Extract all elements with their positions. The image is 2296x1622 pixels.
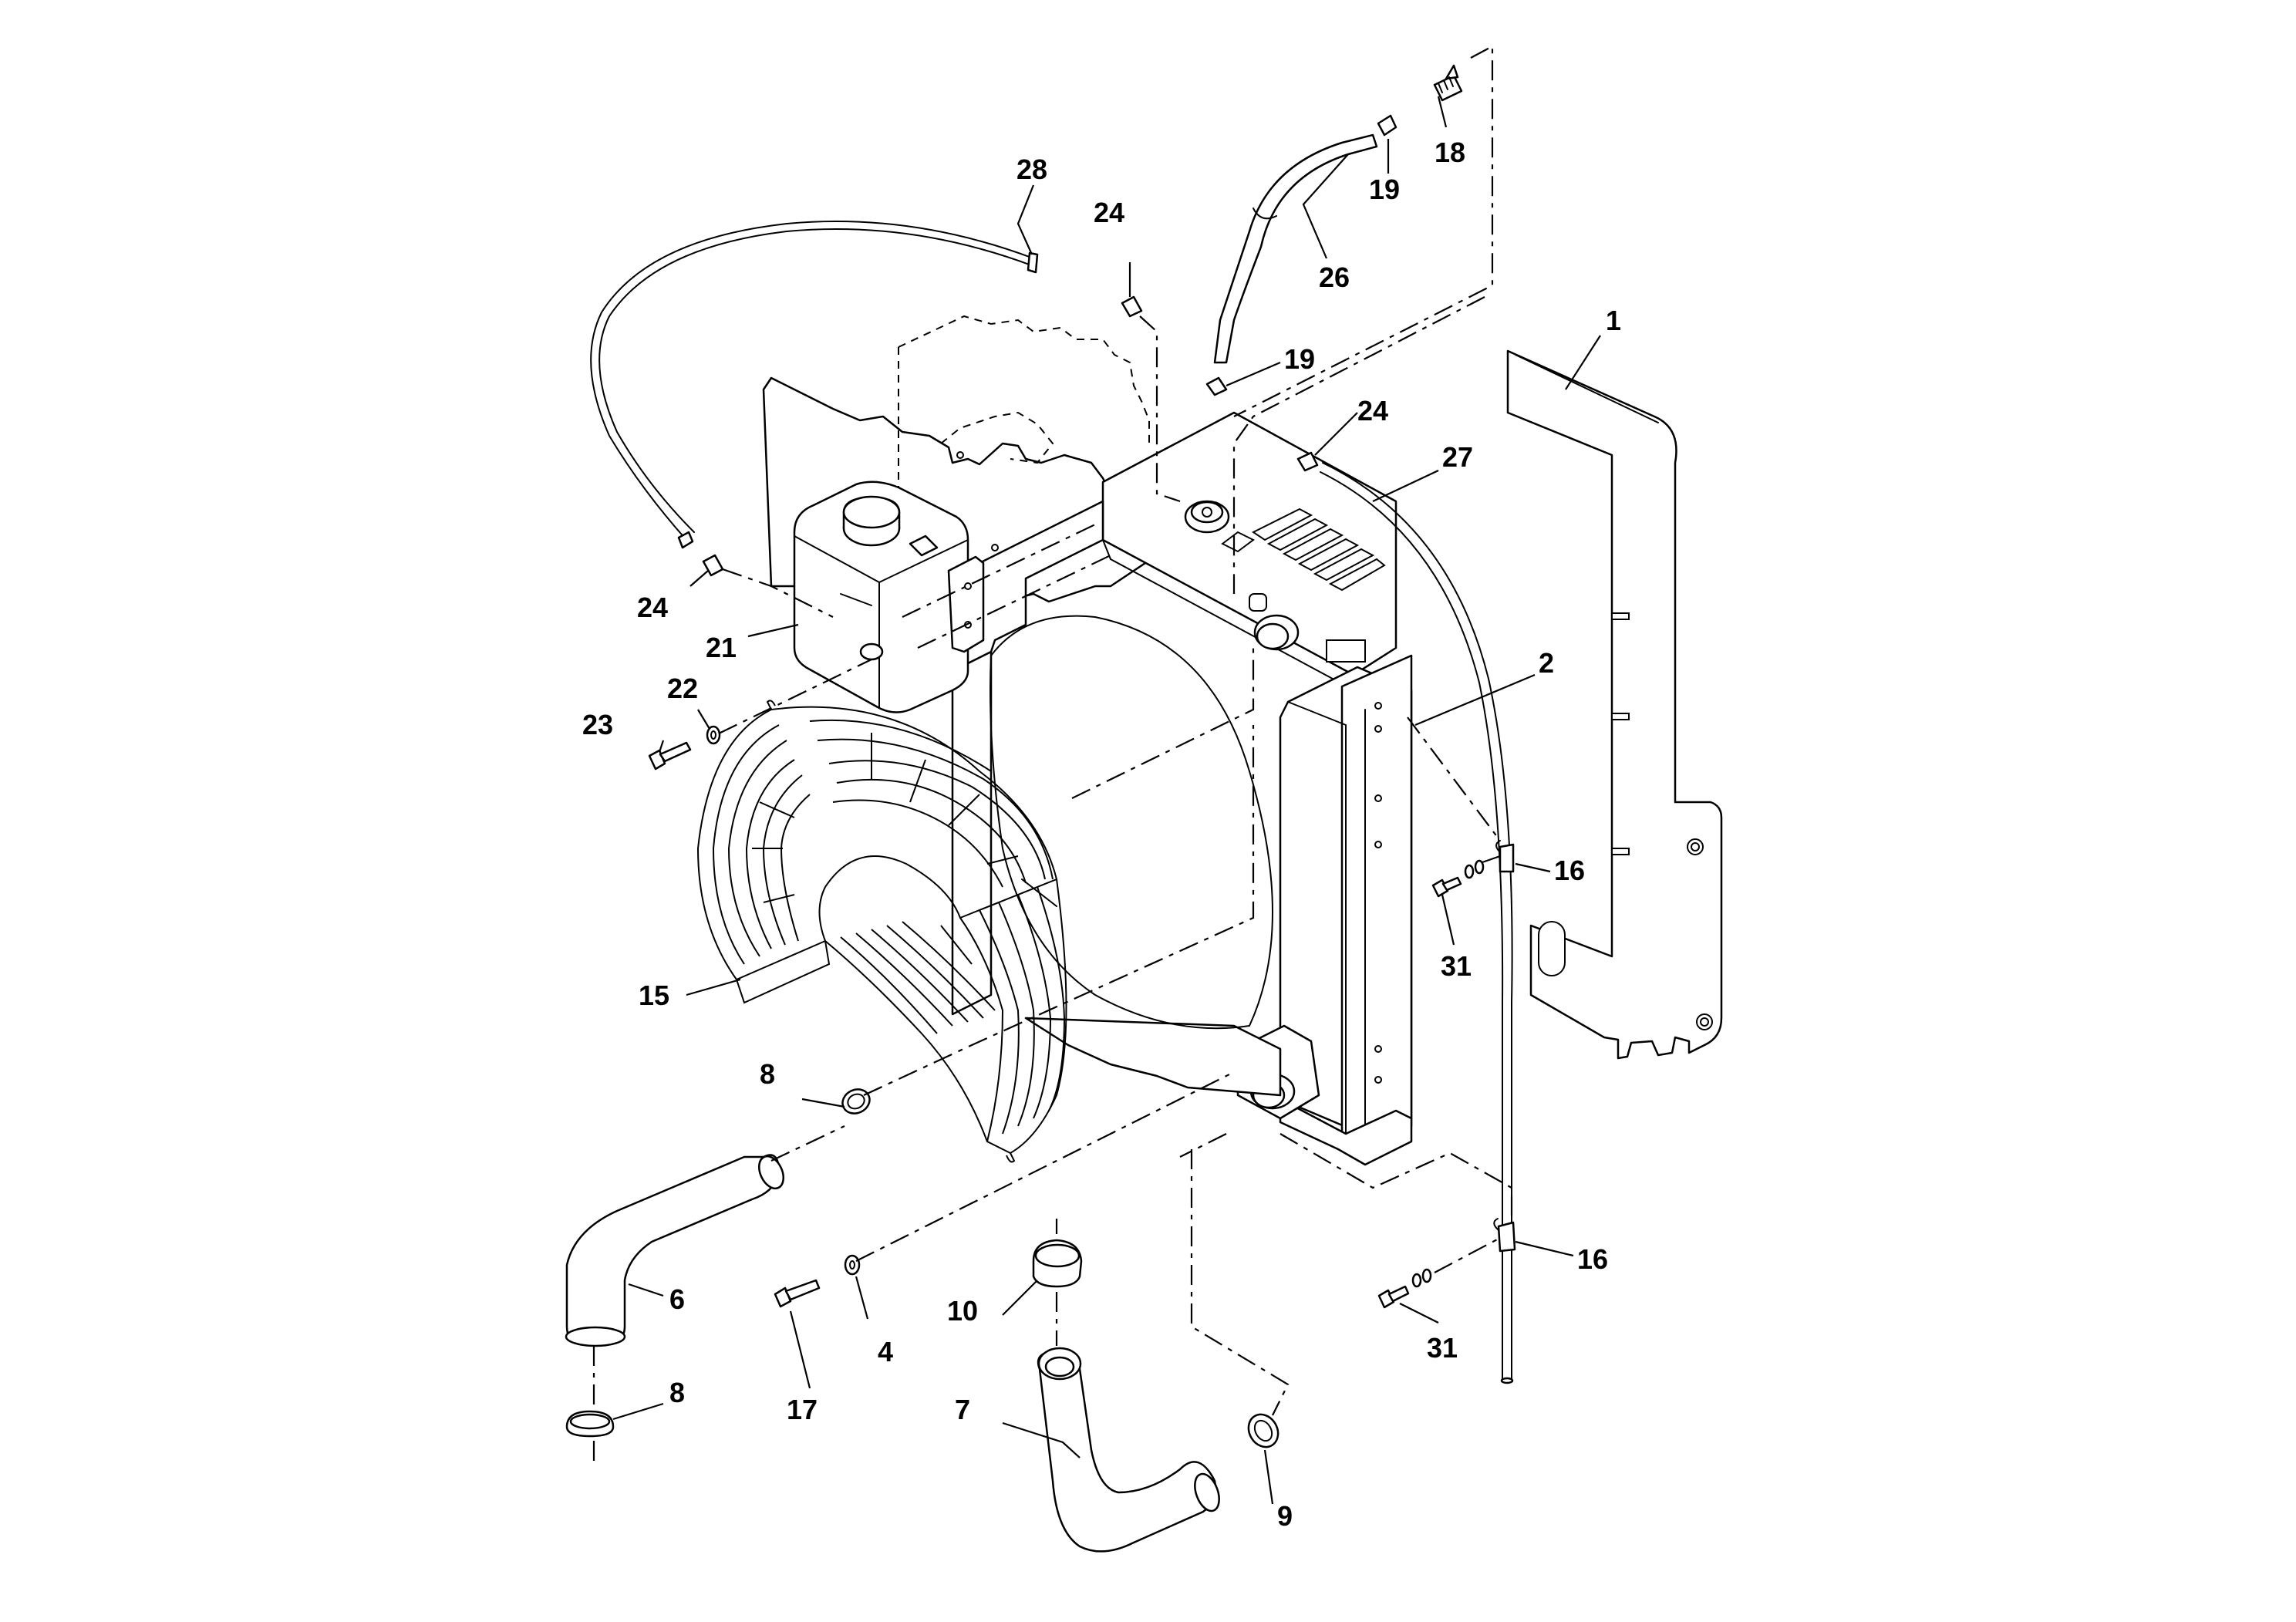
mounting-plate xyxy=(1506,349,1723,1060)
callout-2: 2 xyxy=(1539,647,1554,679)
clip-16-lower xyxy=(1493,1218,1516,1253)
callout-16-upper: 16 xyxy=(1554,855,1585,886)
callout-24-left: 24 xyxy=(637,592,668,623)
callout-19-lower: 19 xyxy=(1284,343,1315,375)
callout-15: 15 xyxy=(639,980,669,1011)
connector-18 xyxy=(1433,64,1463,102)
washer-4 xyxy=(844,1254,861,1276)
callout-24-top: 24 xyxy=(1094,197,1124,228)
callout-28: 28 xyxy=(1017,153,1047,185)
callout-10: 10 xyxy=(947,1295,978,1327)
clamp-24-top xyxy=(1121,295,1143,318)
bolt-17 xyxy=(774,1279,821,1308)
callout-27: 27 xyxy=(1442,441,1473,473)
hose-6 xyxy=(565,1154,784,1347)
bolt-23 xyxy=(648,741,692,771)
radiator-cap xyxy=(1184,500,1230,534)
callout-16-lower: 16 xyxy=(1577,1243,1608,1275)
hose-26 xyxy=(1213,133,1378,364)
hose-7 xyxy=(1037,1347,1220,1553)
fan-guard xyxy=(696,700,1067,1163)
clip-16-upper xyxy=(1495,840,1515,873)
callouts: 1 2 4 6 7 8 8 9 10 15 16 16 17 18 19 19 … xyxy=(582,137,1621,1532)
callout-24-right: 24 xyxy=(1357,395,1388,427)
hose-27 xyxy=(1320,462,1514,1384)
callout-19-upper: 19 xyxy=(1369,174,1400,205)
callout-31-lower: 31 xyxy=(1427,1332,1458,1364)
callout-8-lower: 8 xyxy=(669,1377,685,1408)
callout-21: 21 xyxy=(706,632,737,663)
clamp-19-lower xyxy=(1205,376,1228,396)
top-tank-vents xyxy=(1221,508,1386,592)
expansion-tank xyxy=(793,481,985,713)
callout-9: 9 xyxy=(1277,1500,1293,1532)
leader-lines xyxy=(612,96,1601,1505)
callout-1: 1 xyxy=(1606,305,1621,336)
callout-6: 6 xyxy=(669,1283,685,1315)
clamp-19-upper xyxy=(1377,114,1397,137)
clamp-24-right xyxy=(1296,451,1319,472)
assembly-lines xyxy=(592,45,1513,1465)
upper-outlet xyxy=(1253,614,1300,651)
washer-22 xyxy=(706,725,721,745)
hose-28 xyxy=(590,221,1039,549)
radiator xyxy=(947,411,1413,1166)
bolt-31-upper xyxy=(1431,859,1485,898)
callout-18: 18 xyxy=(1435,137,1465,168)
callout-22: 22 xyxy=(667,673,698,704)
clamp-8-upper xyxy=(841,1088,871,1114)
clamp-8-lower xyxy=(565,1410,615,1438)
callout-17: 17 xyxy=(787,1394,818,1425)
callout-7: 7 xyxy=(955,1394,970,1425)
callout-26: 26 xyxy=(1319,261,1350,293)
callout-8-upper: 8 xyxy=(760,1058,775,1090)
clamp-10 xyxy=(1032,1239,1083,1288)
clamp-9 xyxy=(1247,1413,1279,1448)
callout-31-upper: 31 xyxy=(1441,950,1472,982)
callout-23: 23 xyxy=(582,709,613,740)
bolt-31-lower xyxy=(1377,1268,1432,1309)
callout-4: 4 xyxy=(878,1336,893,1367)
